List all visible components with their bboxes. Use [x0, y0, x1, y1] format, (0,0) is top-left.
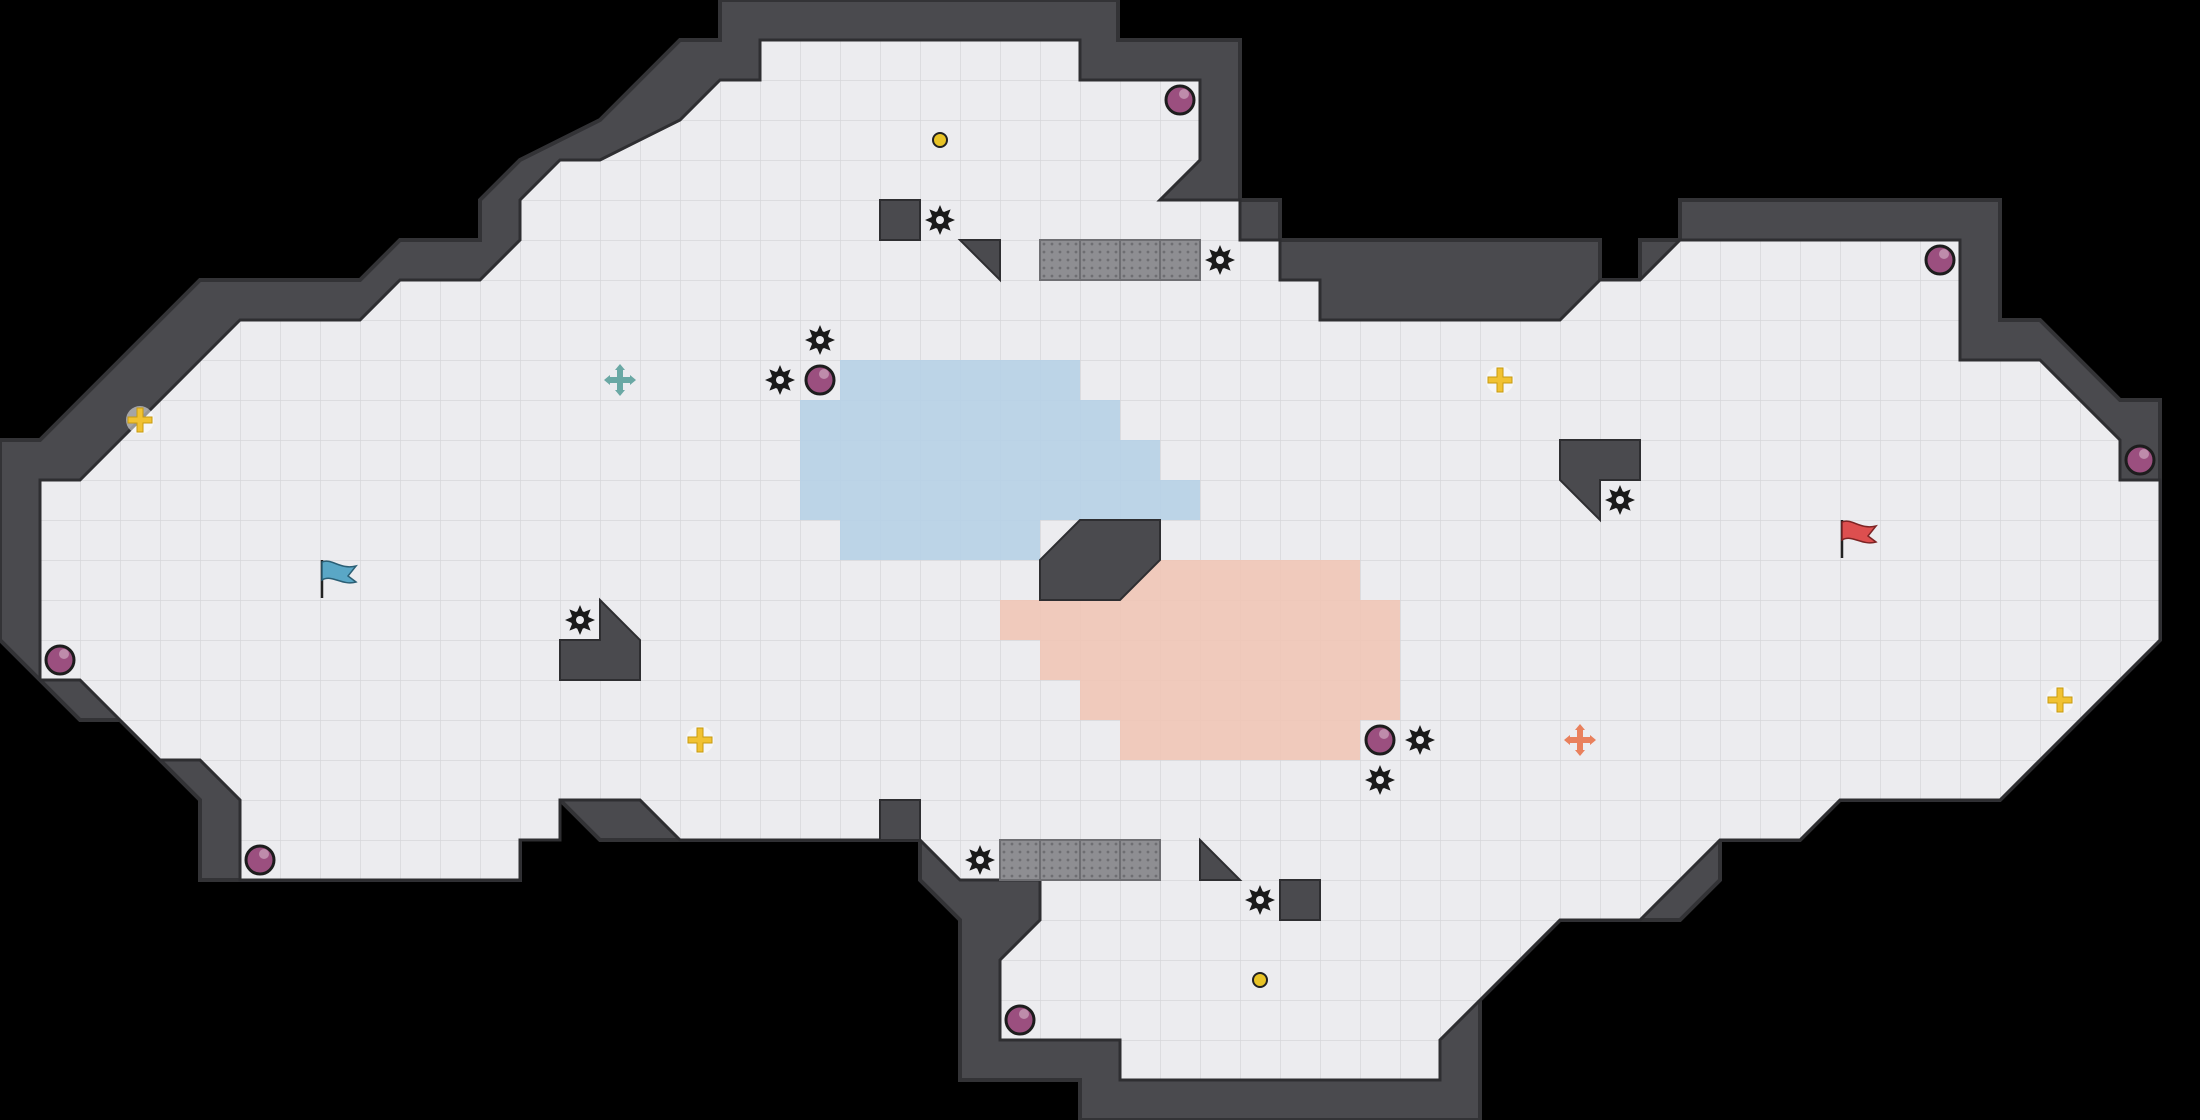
coin-icon[interactable] — [1252, 972, 1268, 988]
powerup-icon[interactable] — [2046, 686, 2074, 714]
spike-icon[interactable] — [1405, 725, 1435, 755]
spike-icon[interactable] — [965, 845, 995, 875]
bomb-icon[interactable] — [804, 364, 836, 396]
bottom-gate — [999, 839, 1161, 881]
interior-wall — [879, 799, 921, 841]
spike-icon[interactable] — [1245, 885, 1275, 915]
spike-icon[interactable] — [765, 365, 795, 395]
bomb-icon[interactable] — [2124, 444, 2156, 476]
bomb-icon[interactable] — [1924, 244, 1956, 276]
red-spawn-icon[interactable] — [1564, 724, 1596, 756]
red-flag-icon[interactable] — [1840, 520, 1878, 558]
bomb-icon[interactable] — [44, 644, 76, 676]
spike-icon[interactable] — [565, 605, 595, 635]
spike-icon[interactable] — [1605, 485, 1635, 515]
interior-wall — [559, 597, 641, 681]
bomb-icon[interactable] — [1364, 724, 1396, 756]
powerup-icon[interactable] — [686, 726, 714, 754]
bomb-icon[interactable] — [244, 844, 276, 876]
powerup-icon[interactable] — [126, 406, 154, 434]
spike-icon[interactable] — [805, 325, 835, 355]
spike-icon[interactable] — [925, 205, 955, 235]
bomb-icon[interactable] — [1164, 84, 1196, 116]
interior-wall — [957, 239, 1001, 283]
spike-icon[interactable] — [1205, 245, 1235, 275]
interior-wall — [1199, 837, 1243, 881]
blue-spawn-icon[interactable] — [604, 364, 636, 396]
interior-wall — [1559, 439, 1641, 523]
blue-team-zone — [800, 360, 1200, 560]
blue-flag-icon[interactable] — [320, 560, 358, 598]
interior-wall — [1279, 879, 1321, 921]
spike-icon[interactable] — [1365, 765, 1395, 795]
interior-wall — [1039, 519, 1161, 601]
top-gate — [1039, 239, 1201, 281]
coin-icon[interactable] — [932, 132, 948, 148]
interior-wall — [879, 199, 921, 241]
red-team-zone — [1000, 560, 1400, 760]
bomb-icon[interactable] — [1004, 1004, 1036, 1036]
powerup-icon[interactable] — [1486, 366, 1514, 394]
